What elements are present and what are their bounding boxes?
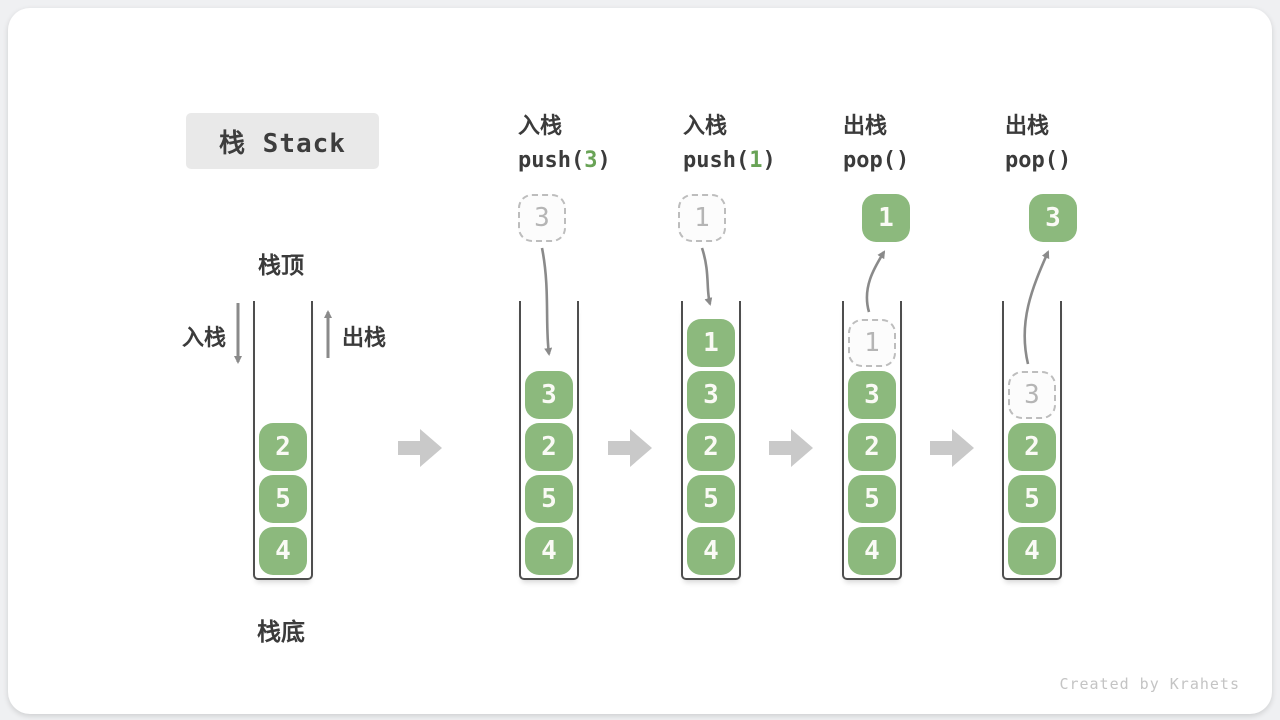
code-text: pop( [1005,148,1058,173]
operation-cn-label: 入栈 [683,113,728,138]
code-close: ) [1057,148,1072,173]
stack-cell: 3 [525,371,573,419]
stack-cell: 2 [687,423,735,471]
operation-code: pop() [843,148,993,173]
stack-cell: 3 [687,371,735,419]
stack-cell: 5 [259,475,307,523]
code-arg: 3 [584,148,598,173]
stack-cell: 2 [525,423,573,471]
page-title: 栈 Stack [219,128,346,159]
stack-cell: 1 [687,319,735,367]
stack-cell: 3 [848,371,896,419]
stack-cell: 4 [1008,527,1056,575]
push-direction-label: 入栈 [182,325,227,350]
stack-cell: 5 [1008,475,1056,523]
code-close: ) [895,148,910,173]
title-box: 栈 Stack [186,113,379,169]
stack-cell: 5 [525,475,573,523]
stack-cell: 4 [848,527,896,575]
step-arrow-icon [608,429,652,467]
stack-bottom-label: 栈底 [257,619,305,646]
stack-cell: 4 [525,527,573,575]
stack-cell: 2 [848,423,896,471]
watermark: Created by Krahets [1059,675,1240,693]
operation-cn-label: 出栈 [843,113,888,138]
ghost-removed-cell: 1 [848,319,896,367]
operation-caption-push-1: 入栈 push(1) [683,108,833,173]
operation-cn-label: 入栈 [518,113,563,138]
floating-push-value: 3 [518,194,566,242]
operation-caption-push-3: 入栈 push(3) [518,108,668,173]
stack-top-label: 栈顶 [258,252,304,278]
operation-code: push(1) [683,148,833,173]
operation-cn-label: 出栈 [1005,113,1050,138]
operation-caption-pop-1: 出栈 pop() [843,108,993,173]
code-close: ) [597,148,611,173]
stack-cell: 5 [848,475,896,523]
operation-code: push(3) [518,148,668,173]
stack-cell: 2 [1008,423,1056,471]
step-arrow-icon [398,429,442,467]
code-close: ) [762,148,776,173]
pop-direction-label: 出栈 [342,325,387,350]
operation-caption-pop-2: 出栈 pop() [1005,108,1155,173]
stack-cell: 4 [687,527,735,575]
code-arg: 1 [749,148,763,173]
floating-popped-value: 1 [862,194,910,242]
stack-cell: 4 [259,527,307,575]
code-text: push( [518,148,585,173]
code-text: pop( [843,148,896,173]
floating-push-value: 1 [678,194,726,242]
floating-popped-value: 3 [1029,194,1077,242]
step-arrow-icon [930,429,974,467]
operation-code: pop() [1005,148,1155,173]
stack-cell: 2 [259,423,307,471]
step-arrow-icon [769,429,813,467]
push-1-arrow-icon [700,247,713,306]
code-text: push( [683,148,750,173]
stack-cell: 5 [687,475,735,523]
ghost-removed-cell: 3 [1008,371,1056,419]
